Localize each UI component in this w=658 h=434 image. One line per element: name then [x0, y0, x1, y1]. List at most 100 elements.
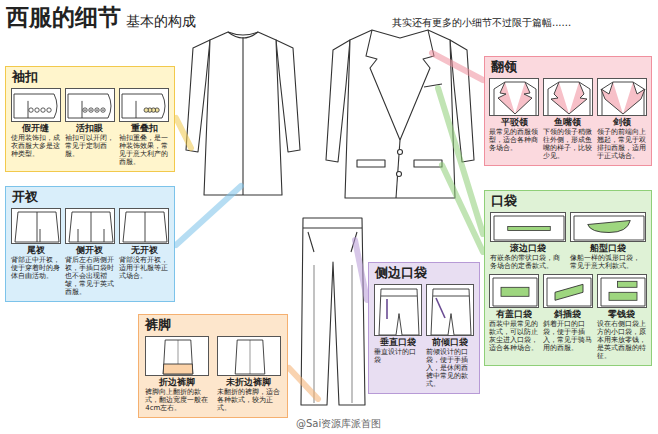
detail-item: 假开缝使用装饰扣，成衣西服大多是这种类型。: [11, 88, 61, 166]
item-description: 西装中最常见的款式，可以防止灰尘进入口袋，适合各种场合。: [489, 320, 539, 352]
item-name: 尾衩: [27, 245, 45, 256]
jacket-button: [398, 150, 403, 155]
detail-panel: 翻领平驳领最常见的西服领型，适合各种商务场合。鱼嘴领下领的领子稍微往外侧，形成鱼…: [484, 56, 652, 166]
sketch-line: [494, 216, 564, 240]
detail-item: 鱼嘴领下领的领子稍微往外侧，形成鱼嘴的样子，比较少见。: [543, 78, 593, 160]
detail-item: 船型口袋像船一样的弧形口袋，常见于意大利款式。: [570, 212, 646, 270]
button-symbol: [83, 108, 87, 112]
hip-pocket-flap: [414, 160, 442, 167]
item-description: 设在右侧口袋上方的小口袋，原本用来放零钱，是英式西服的特征。: [597, 320, 647, 360]
panel-heading: 口袋: [491, 193, 647, 209]
panel-heading: 袖扣: [12, 69, 170, 85]
detail-item: 侧开衩背后左右两侧开衩，手插口袋时也不会出现褶皱，常见于英式西服。: [65, 208, 115, 296]
sketch-line: [68, 94, 111, 118]
sketch-line: [102, 110, 104, 111]
pocket-symbol: [507, 227, 550, 231]
panel-body: 假开缝使用装饰扣，成衣西服大多是这种类型。 活扣眼袖扣可以开闭，常见于定制西服。 重…: [10, 88, 170, 166]
panel-body: 滚边口袋有嵌条的带状口袋，商务场合的定番款式。船型口袋像船一样的弧形口袋，常见于…: [489, 212, 647, 360]
panel-heading: 开衩: [12, 189, 170, 205]
button-symbol: [144, 108, 148, 112]
detail-item: 有盖口袋西装中最常见的款式，可以防止灰尘进入口袋，适合各种场合。: [489, 274, 539, 360]
leader-line: [289, 368, 318, 399]
detail-item: 垂直口袋垂直设计的口袋: [374, 284, 422, 388]
sketch-line: [431, 289, 471, 335]
sketch-line: [122, 94, 165, 118]
item-description: 未翻折的裤脚，适合各种款式，较为正式。: [217, 388, 281, 412]
item-name: 有盖口袋: [496, 309, 532, 320]
detail-sketch: [65, 88, 115, 122]
sketch-line: [163, 340, 193, 374]
pocket-symbol: [617, 281, 637, 287]
sketch-line: [602, 82, 644, 116]
button-symbol: [89, 108, 93, 112]
item-name: 活扣眼: [76, 123, 103, 134]
button-symbol: [101, 108, 105, 112]
sketch-line: [123, 212, 167, 242]
sketch-line: [96, 110, 98, 111]
detail-sketch: [489, 78, 539, 116]
detail-panel: 裤脚折边裤脚裤脚向上翻折的款式，翻边宽度一般在4cm左右。未折边裤脚未翻折的裤脚…: [138, 314, 288, 418]
sketch-line: [163, 364, 193, 374]
sketch-line: [551, 82, 569, 114]
sketch-line: [77, 229, 78, 242]
detail-item: 剑领领子的前端向上翘起，常见于双排扣西服，适用于正式场合。: [597, 78, 647, 160]
panel-body: 平驳领最常见的西服领型，适合各种商务场合。鱼嘴领下领的领子稍微往外侧，形成鱼嘴的…: [489, 78, 647, 160]
sketch-line: [379, 289, 419, 335]
item-description: 领子的前端向上翘起，常见于双排扣西服，适用于正式场合。: [597, 128, 647, 160]
item-name: 剑领: [613, 117, 631, 128]
pocket-symbol: [609, 292, 637, 300]
detail-item: 未折边裤脚未翻折的裤脚，适合各种款式，较为正式。: [217, 336, 281, 412]
sketch-line: [36, 212, 37, 242]
sketch-line: [81, 101, 82, 118]
detail-item: 尾衩背部正中开衩，便于穿着时的身体自由活动。: [11, 208, 61, 296]
item-name: 重叠扣: [131, 123, 158, 134]
item-description: 有嵌条的带状口袋，商务场合的定番款式。: [490, 254, 566, 270]
sketch-line: [136, 101, 137, 118]
item-name: 平驳领: [501, 117, 528, 128]
sketch-line: [27, 101, 28, 118]
sketch-line: [623, 82, 645, 114]
sketch-line: [145, 212, 146, 242]
sketch-line: [69, 212, 113, 242]
detail-sketch: [543, 274, 593, 308]
item-description: 斜着开口的口袋，便于手插入，常见于骑马用的西服。: [543, 320, 593, 352]
page-title: 西服的细节: [6, 3, 121, 31]
sketch-line: [39, 229, 40, 242]
detail-item: 零钱袋设在右侧口袋上方的小口袋，原本用来放零钱，是英式西服的特征。: [597, 274, 647, 360]
leader-line: [355, 240, 367, 300]
panel-heading: 侧边口袋: [375, 265, 475, 281]
panel-heading: 翻领: [491, 59, 647, 75]
watermark: @Sai资源库派首图: [296, 418, 381, 430]
item-description: 袖扣可以开闭，常见于定制西服。: [65, 134, 115, 158]
sketch-line: [90, 212, 91, 242]
detail-item: 前倾口袋前倾设计的口袋，便于手插入，是休闲西裤中常见的款式。: [426, 284, 474, 388]
hip-pocket-flap: [357, 160, 385, 167]
panel-body: 折边裤脚裤脚向上翻折的款式，翻边宽度一般在4cm左右。未折边裤脚未翻折的裤脚，适…: [143, 336, 283, 412]
sketch-line: [90, 110, 92, 111]
sketch-line: [84, 110, 86, 111]
jacket-lapel: [400, 30, 434, 140]
sketch-line: [555, 284, 583, 300]
detail-sketch: [11, 88, 61, 122]
leader-line: [176, 186, 241, 245]
trousers-pocket: [308, 232, 357, 252]
item-name: 前倾口袋: [432, 337, 468, 348]
detail-item: 斜插袋斜着开口的口袋，便于手插入，常见于骑马用的西服。: [543, 274, 593, 360]
jacket-button: [397, 172, 402, 177]
note-label: 基本的构成: [126, 12, 196, 30]
panel-body: 尾衩背部正中开衩，便于穿着时的身体自由活动。侧开衩背后左右两侧开衩，手插口袋时也…: [10, 208, 170, 296]
item-name: 零钱袋: [608, 309, 635, 320]
item-name: 斜插袋: [554, 309, 581, 320]
jacket-opening: [396, 140, 400, 198]
detail-sketch: [65, 208, 115, 244]
detail-panel: 袖扣假开缝使用装饰扣，成衣西服大多是这种类型。 活扣眼袖扣可以开闭，常见于定制西服…: [5, 66, 175, 172]
item-name: 无开衩: [131, 245, 158, 256]
detail-panel: 口袋滚边口袋有嵌条的带状口袋，商务场合的定番款式。船型口袋像船一样的弧形口袋，常…: [484, 190, 652, 366]
detail-item: 无开衩背部没有开衩，适用于礼服等正式场合。: [119, 208, 169, 296]
jacket-back-seam: [242, 37, 243, 195]
detail-sketch: [119, 88, 169, 122]
item-description: 裤脚向上翻折的款式，翻边宽度一般在4cm左右。: [145, 388, 209, 412]
jacket-lapel: [366, 30, 400, 140]
sketch-line: [386, 299, 388, 319]
detail-sketch: [426, 284, 474, 336]
